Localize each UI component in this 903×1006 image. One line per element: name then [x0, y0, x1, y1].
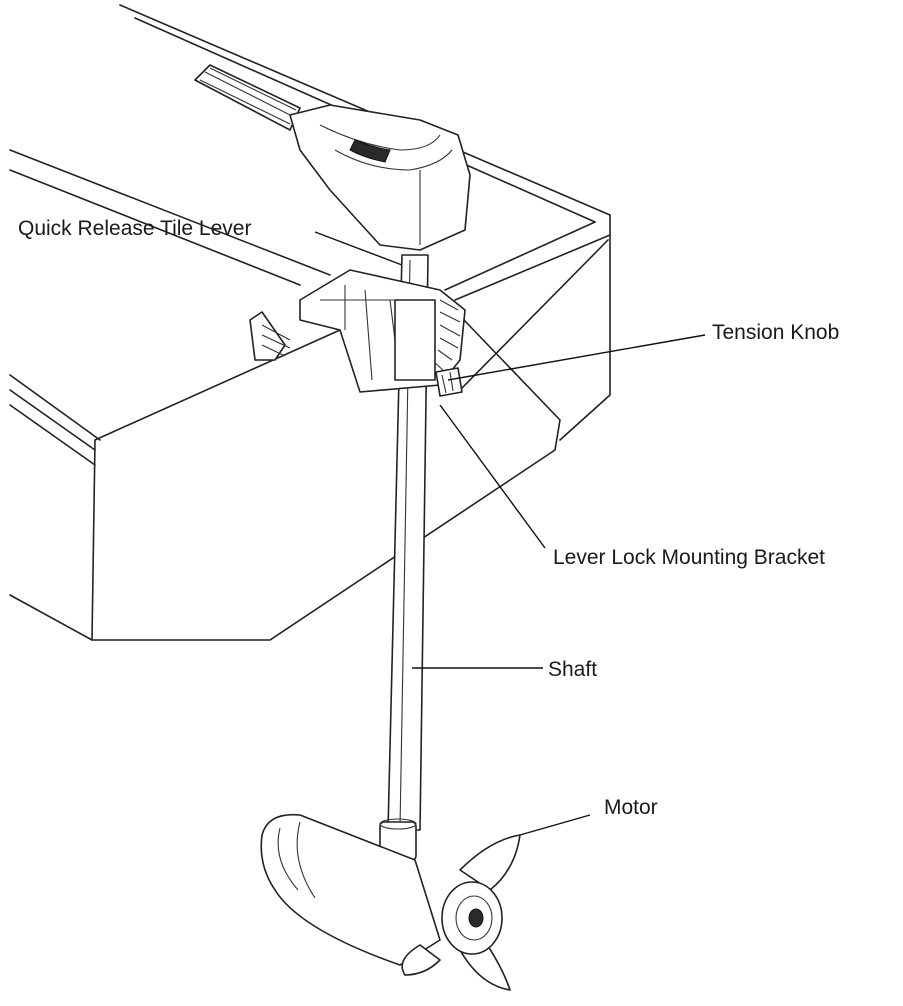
mounting-bracket — [249, 269, 466, 393]
label-shaft: Shaft — [548, 658, 598, 681]
tension-knob-shape — [435, 367, 463, 397]
label-tension-knob: Tension Knob — [712, 321, 840, 344]
label-quick-release-tile-lever: Quick Release Tile Lever — [18, 217, 252, 240]
motor-body — [260, 813, 441, 966]
propeller — [401, 834, 521, 991]
label-motor: Motor — [604, 796, 658, 819]
label-lever-lock-mounting-bracket: Lever Lock Mounting Bracket — [553, 546, 825, 569]
tiller-head — [194, 64, 471, 251]
leader-lines — [314, 231, 706, 836]
boat-hull — [9, 4, 611, 641]
